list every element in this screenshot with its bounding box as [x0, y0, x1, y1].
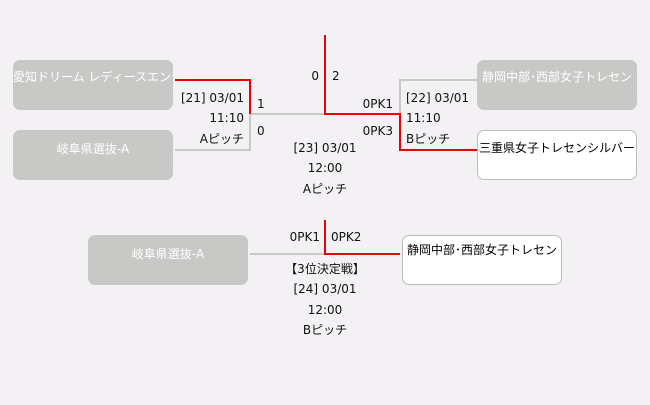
- line-21-loser: [175, 113, 325, 151]
- match21-score-top: 1: [257, 97, 265, 111]
- line-21-winner: [175, 79, 251, 114]
- match22-score-top: 0PK1: [362, 97, 393, 111]
- match21-time: 11:10: [209, 111, 244, 125]
- line-22-loser: [399, 79, 477, 114]
- team-box-mie[interactable]: 三重県女子トレセンシルバー: [477, 130, 637, 180]
- match22-time: 11:10: [406, 111, 441, 125]
- match22-label[interactable]: [22] 03/01: [406, 91, 470, 105]
- team-box-shizuoka[interactable]: 静岡中部･西部女子トレセン: [477, 60, 637, 110]
- match23-score-right: 2: [332, 69, 340, 83]
- match24-score-right: 0PK2: [331, 230, 362, 244]
- match22-pitch: Bピッチ: [406, 132, 451, 146]
- line-24-winner: [324, 220, 400, 255]
- match22-score-bottom: 0PK3: [362, 124, 393, 138]
- match24-score-left: 0PK1: [289, 230, 320, 244]
- line-22-winner: [324, 35, 477, 151]
- match21-pitch: Aピッチ: [199, 132, 244, 146]
- team-box-shizuoka-3rd[interactable]: 静岡中部･西部女子トレセン: [402, 235, 562, 285]
- match24-pitch: Bピッチ: [302, 323, 348, 337]
- match24-time: 12:00: [307, 303, 343, 317]
- match21-label[interactable]: [21] 03/01: [180, 91, 244, 105]
- match23-time: 12:00: [307, 161, 343, 175]
- match23-pitch: Aピッチ: [302, 182, 348, 196]
- match23-label[interactable]: [23] 03/01: [293, 141, 357, 155]
- match23-score-left: 0: [311, 69, 319, 83]
- team-box-gifu[interactable]: 岐阜県選抜-A: [13, 130, 173, 180]
- team-box-gifu-3rd[interactable]: 岐阜県選抜-A: [88, 235, 248, 285]
- match24-title: 【3位決定戦】: [285, 262, 365, 276]
- team-box-aichi[interactable]: 愛知ドリーム レディースエンジ: [13, 60, 173, 110]
- match24-label[interactable]: [24] 03/01: [293, 282, 357, 296]
- match21-score-bottom: 0: [257, 124, 265, 138]
